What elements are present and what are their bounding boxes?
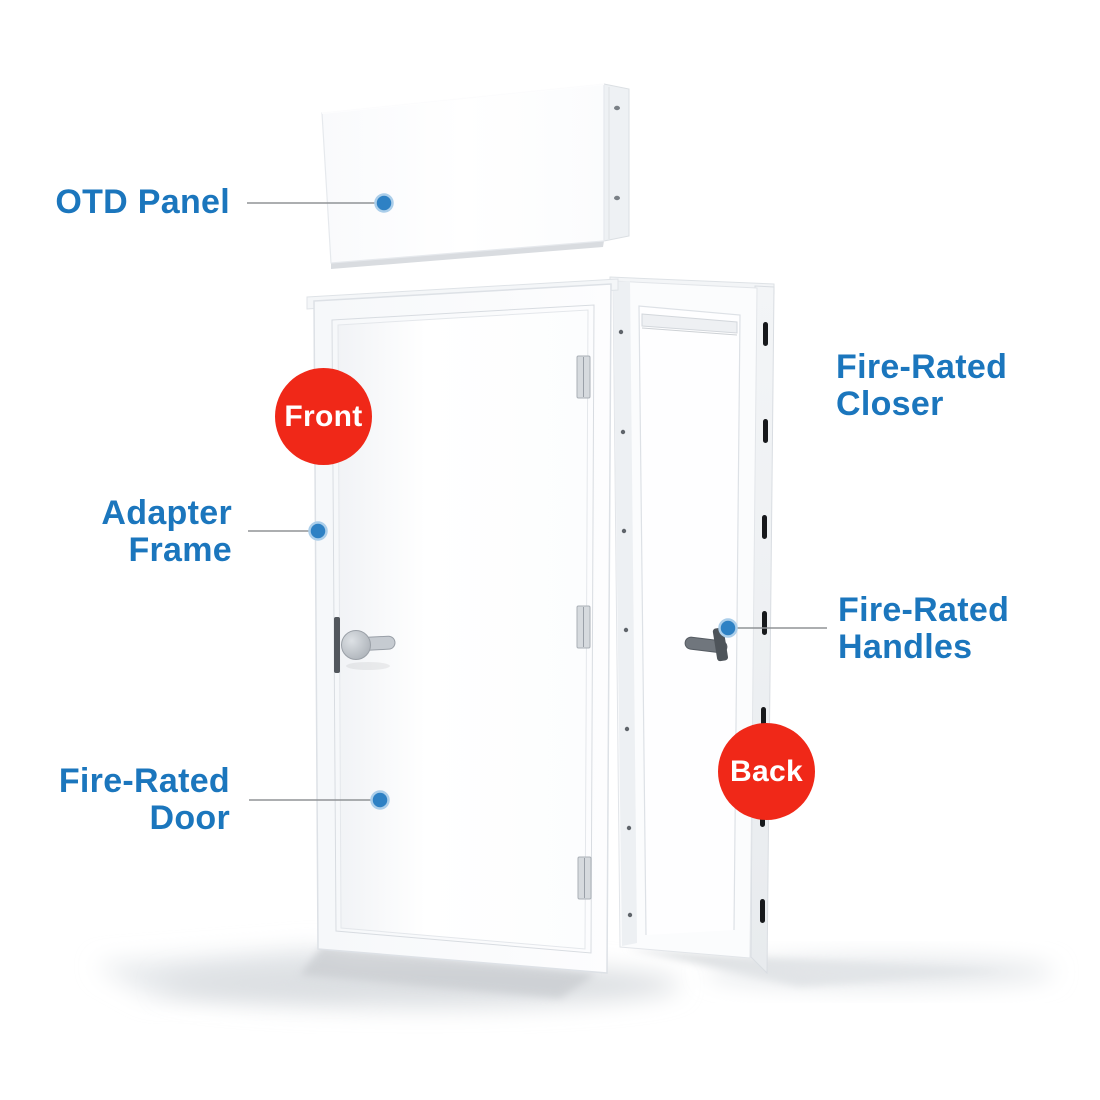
callouts bbox=[247, 193, 827, 810]
back-side-badge: Back bbox=[718, 723, 815, 820]
otd-panel-label: OTD Panel bbox=[0, 184, 230, 221]
back-frame-edge bbox=[613, 281, 637, 946]
adapter-frame-label-line: Frame bbox=[128, 531, 232, 569]
fire-rated-door-label: Fire-Rated Door bbox=[0, 763, 230, 837]
fire-rated-handles-label-line: Handles bbox=[838, 628, 973, 666]
adapter-frame-callout-dot bbox=[308, 521, 328, 541]
fire-rated-closer-label-line: Closer bbox=[836, 385, 944, 423]
panel-screw bbox=[614, 195, 620, 201]
handles-callout-dot bbox=[718, 618, 738, 638]
ground-shadow bbox=[95, 946, 1055, 1007]
front-side-badge: Front bbox=[275, 368, 372, 465]
door-callout-dot bbox=[370, 790, 390, 810]
back-door-handle bbox=[684, 627, 728, 662]
fire-rated-closer-bar bbox=[641, 313, 738, 336]
back-door-assembly bbox=[609, 276, 775, 975]
otd-panel-label-line: OTD Panel bbox=[55, 183, 230, 221]
fire-rated-door-label-line: Fire-Rated bbox=[58, 762, 230, 800]
otd-panel bbox=[321, 83, 630, 269]
front-door-handle bbox=[334, 617, 396, 673]
fire-rated-handles-label: Fire-Rated Handles bbox=[838, 592, 1009, 666]
fire-rated-handles-label-line: Fire-Rated bbox=[838, 591, 1010, 629]
fire-rated-door-label-line: Door bbox=[149, 799, 230, 837]
fire-rated-closer-label-line: Fire-Rated bbox=[836, 348, 1008, 386]
front-door-leaf bbox=[337, 309, 589, 950]
adapter-frame-label-line: Adapter bbox=[101, 494, 232, 532]
panel-screw bbox=[614, 105, 620, 111]
otd-panel-callout-dot bbox=[374, 193, 394, 213]
frame-screws bbox=[618, 329, 633, 918]
back-side-badge-text: Back bbox=[730, 754, 803, 788]
adapter-frame-label: Adapter Frame bbox=[0, 495, 232, 569]
back-door-panel bbox=[638, 305, 741, 936]
front-side-badge-text: Front bbox=[284, 399, 363, 433]
door-hinges bbox=[576, 355, 592, 900]
fire-rated-closer-label: Fire-Rated Closer bbox=[836, 349, 1007, 423]
